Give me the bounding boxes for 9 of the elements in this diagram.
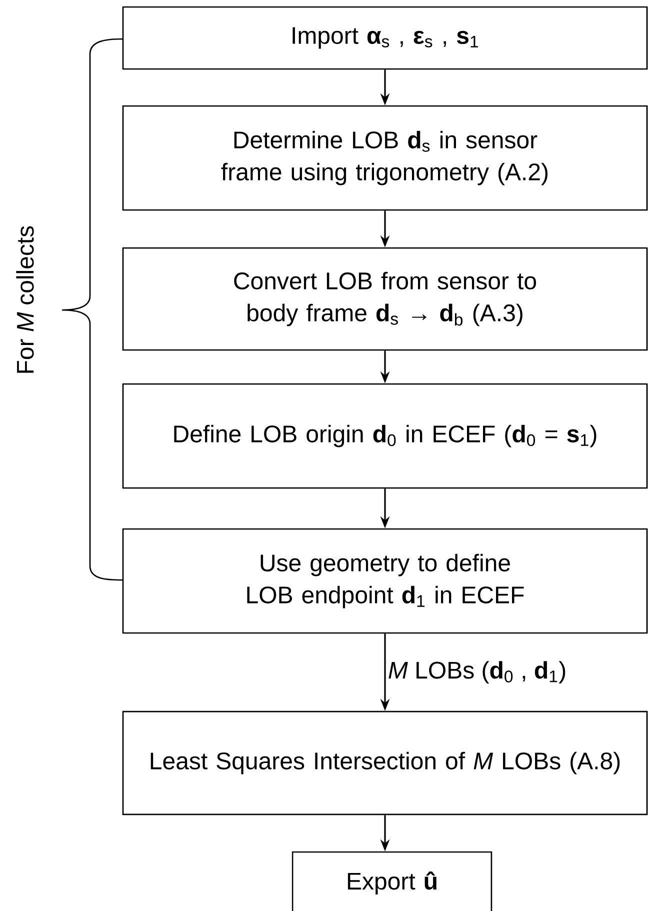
process-box: Export û <box>292 851 492 911</box>
edge-label: M LOBs (d$_{0}$ , d$_{1}$) <box>388 661 566 684</box>
process-box: Import α$_{s}$ , ε$_{s}$ , s$_{1}$ <box>122 6 648 70</box>
process-box: Convert LOB from sensor to body frame d$_{s}$ → d$_{b}$ (A.3) <box>122 247 648 351</box>
process-box: Least Squares Intersection of M LOBs (A.8) <box>122 710 648 816</box>
process-box: Define LOB origin d$_{0}$ in ECEF (d$_{0}$ = s$_{1}$) <box>122 383 648 489</box>
process-box: Determine LOB d$_{s}$ in sensor frame using trigonometry (A.2) <box>122 105 648 211</box>
brace-label: For M collects <box>16 226 34 373</box>
process-box: Use geometry to define LOB endpoint d$_{1}$ in ECEF <box>122 528 648 634</box>
